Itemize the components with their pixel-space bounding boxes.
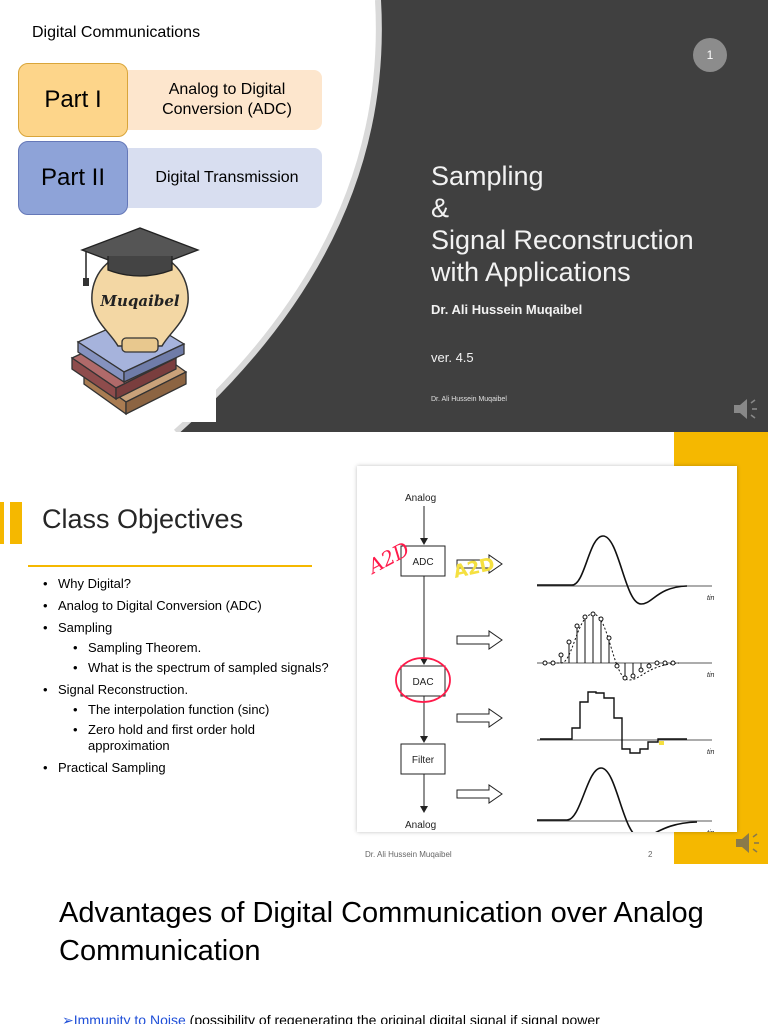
sampled-waveform <box>542 611 680 681</box>
objective-subitem: Sampling Theorem. <box>70 640 330 656</box>
handwritten-a2d-highlight: A2D <box>452 554 497 583</box>
svg-text:tin: tin <box>707 749 715 756</box>
course-title: Digital Communications <box>32 24 201 41</box>
reconstructed-waveform <box>537 767 698 832</box>
slide-title: Sampling & Signal Reconstruction with Ap… <box>431 161 694 287</box>
adc-block <box>400 545 446 577</box>
muqaibel-logo: Muqaibel <box>68 222 216 422</box>
objective-item: Practical Sampling <box>40 760 330 776</box>
objective-subitem: What is the spectrum of sampled signals? <box>70 660 330 676</box>
objective-item: Signal Reconstruction. <box>40 682 330 698</box>
analog-input-label: Analog <box>405 493 436 504</box>
author-name: Dr. Ali Hussein Muqaibel <box>431 302 583 317</box>
objective-item: Analog to Digital Conversion (ADC) <box>40 598 330 614</box>
time-axes <box>537 585 712 822</box>
svg-text:tin: tin <box>707 830 715 832</box>
dac-label: DAC <box>412 677 433 688</box>
advantage-item: ➢Immunity to Noise (possibility of regen… <box>62 1012 600 1024</box>
slide-footer: Dr. Ali Hussein Muqaibel <box>365 850 452 859</box>
objective-subitem: The interpolation function (sinc) <box>70 702 330 718</box>
page-number: 2 <box>648 850 653 859</box>
advantage-highlight: Immunity to Noise <box>73 1012 186 1024</box>
title-slide: Digital Communications Analog to Digital… <box>0 0 768 432</box>
speaker-icon[interactable] <box>732 828 762 858</box>
title-underline <box>28 565 312 567</box>
axis-labels: tin tin tin tin <box>707 595 715 832</box>
slide-title: Advantages of Digital Communication over… <box>59 897 704 967</box>
accent-bar <box>0 502 4 544</box>
objectives-list: Why Digital? Analog to Digital Conversio… <box>40 570 330 776</box>
objective-item: Sampling <box>40 620 330 636</box>
advantages-slide: Advantages of Digital Communication over… <box>0 864 768 1024</box>
page-number-badge: 1 <box>693 38 727 72</box>
svg-text:tin: tin <box>707 672 715 679</box>
speaker-icon[interactable] <box>730 394 760 424</box>
objectives-slide: Class Objectives Why Digital? Analog to … <box>0 432 768 864</box>
flow-arrows <box>456 554 503 804</box>
analog-waveform <box>537 535 688 605</box>
adc-label: ADC <box>412 557 433 568</box>
part1-label: Part I <box>18 63 128 137</box>
slide-footer: Dr. Ali Hussein Muqaibel <box>431 396 507 403</box>
svg-text:tin: tin <box>707 595 715 602</box>
filter-label: Filter <box>412 755 435 766</box>
dac-block <box>400 665 446 697</box>
slide-title: Class Objectives <box>42 504 244 534</box>
dac-circle-annotation <box>395 657 451 703</box>
advantage-text: (possibility of regenerating the origina… <box>185 1012 600 1024</box>
filter-block <box>400 743 446 775</box>
adc-dac-diagram: Analog ADC DAC Filter Analog <box>362 493 715 832</box>
bullet-marker: ➢ <box>62 1012 74 1024</box>
part2-label: Part II <box>18 141 128 215</box>
version-label: ver. 4.5 <box>431 350 474 365</box>
objective-item: Why Digital? <box>40 576 330 592</box>
analog-output-label: Analog <box>405 820 436 831</box>
logo-text: Muqaibel <box>99 292 179 310</box>
accent-bar <box>10 502 22 544</box>
objective-subitem: Zero hold and first order hold approxima… <box>70 722 330 754</box>
staircase-waveform <box>540 691 687 754</box>
part2-description: Digital Transmission <box>118 148 322 208</box>
